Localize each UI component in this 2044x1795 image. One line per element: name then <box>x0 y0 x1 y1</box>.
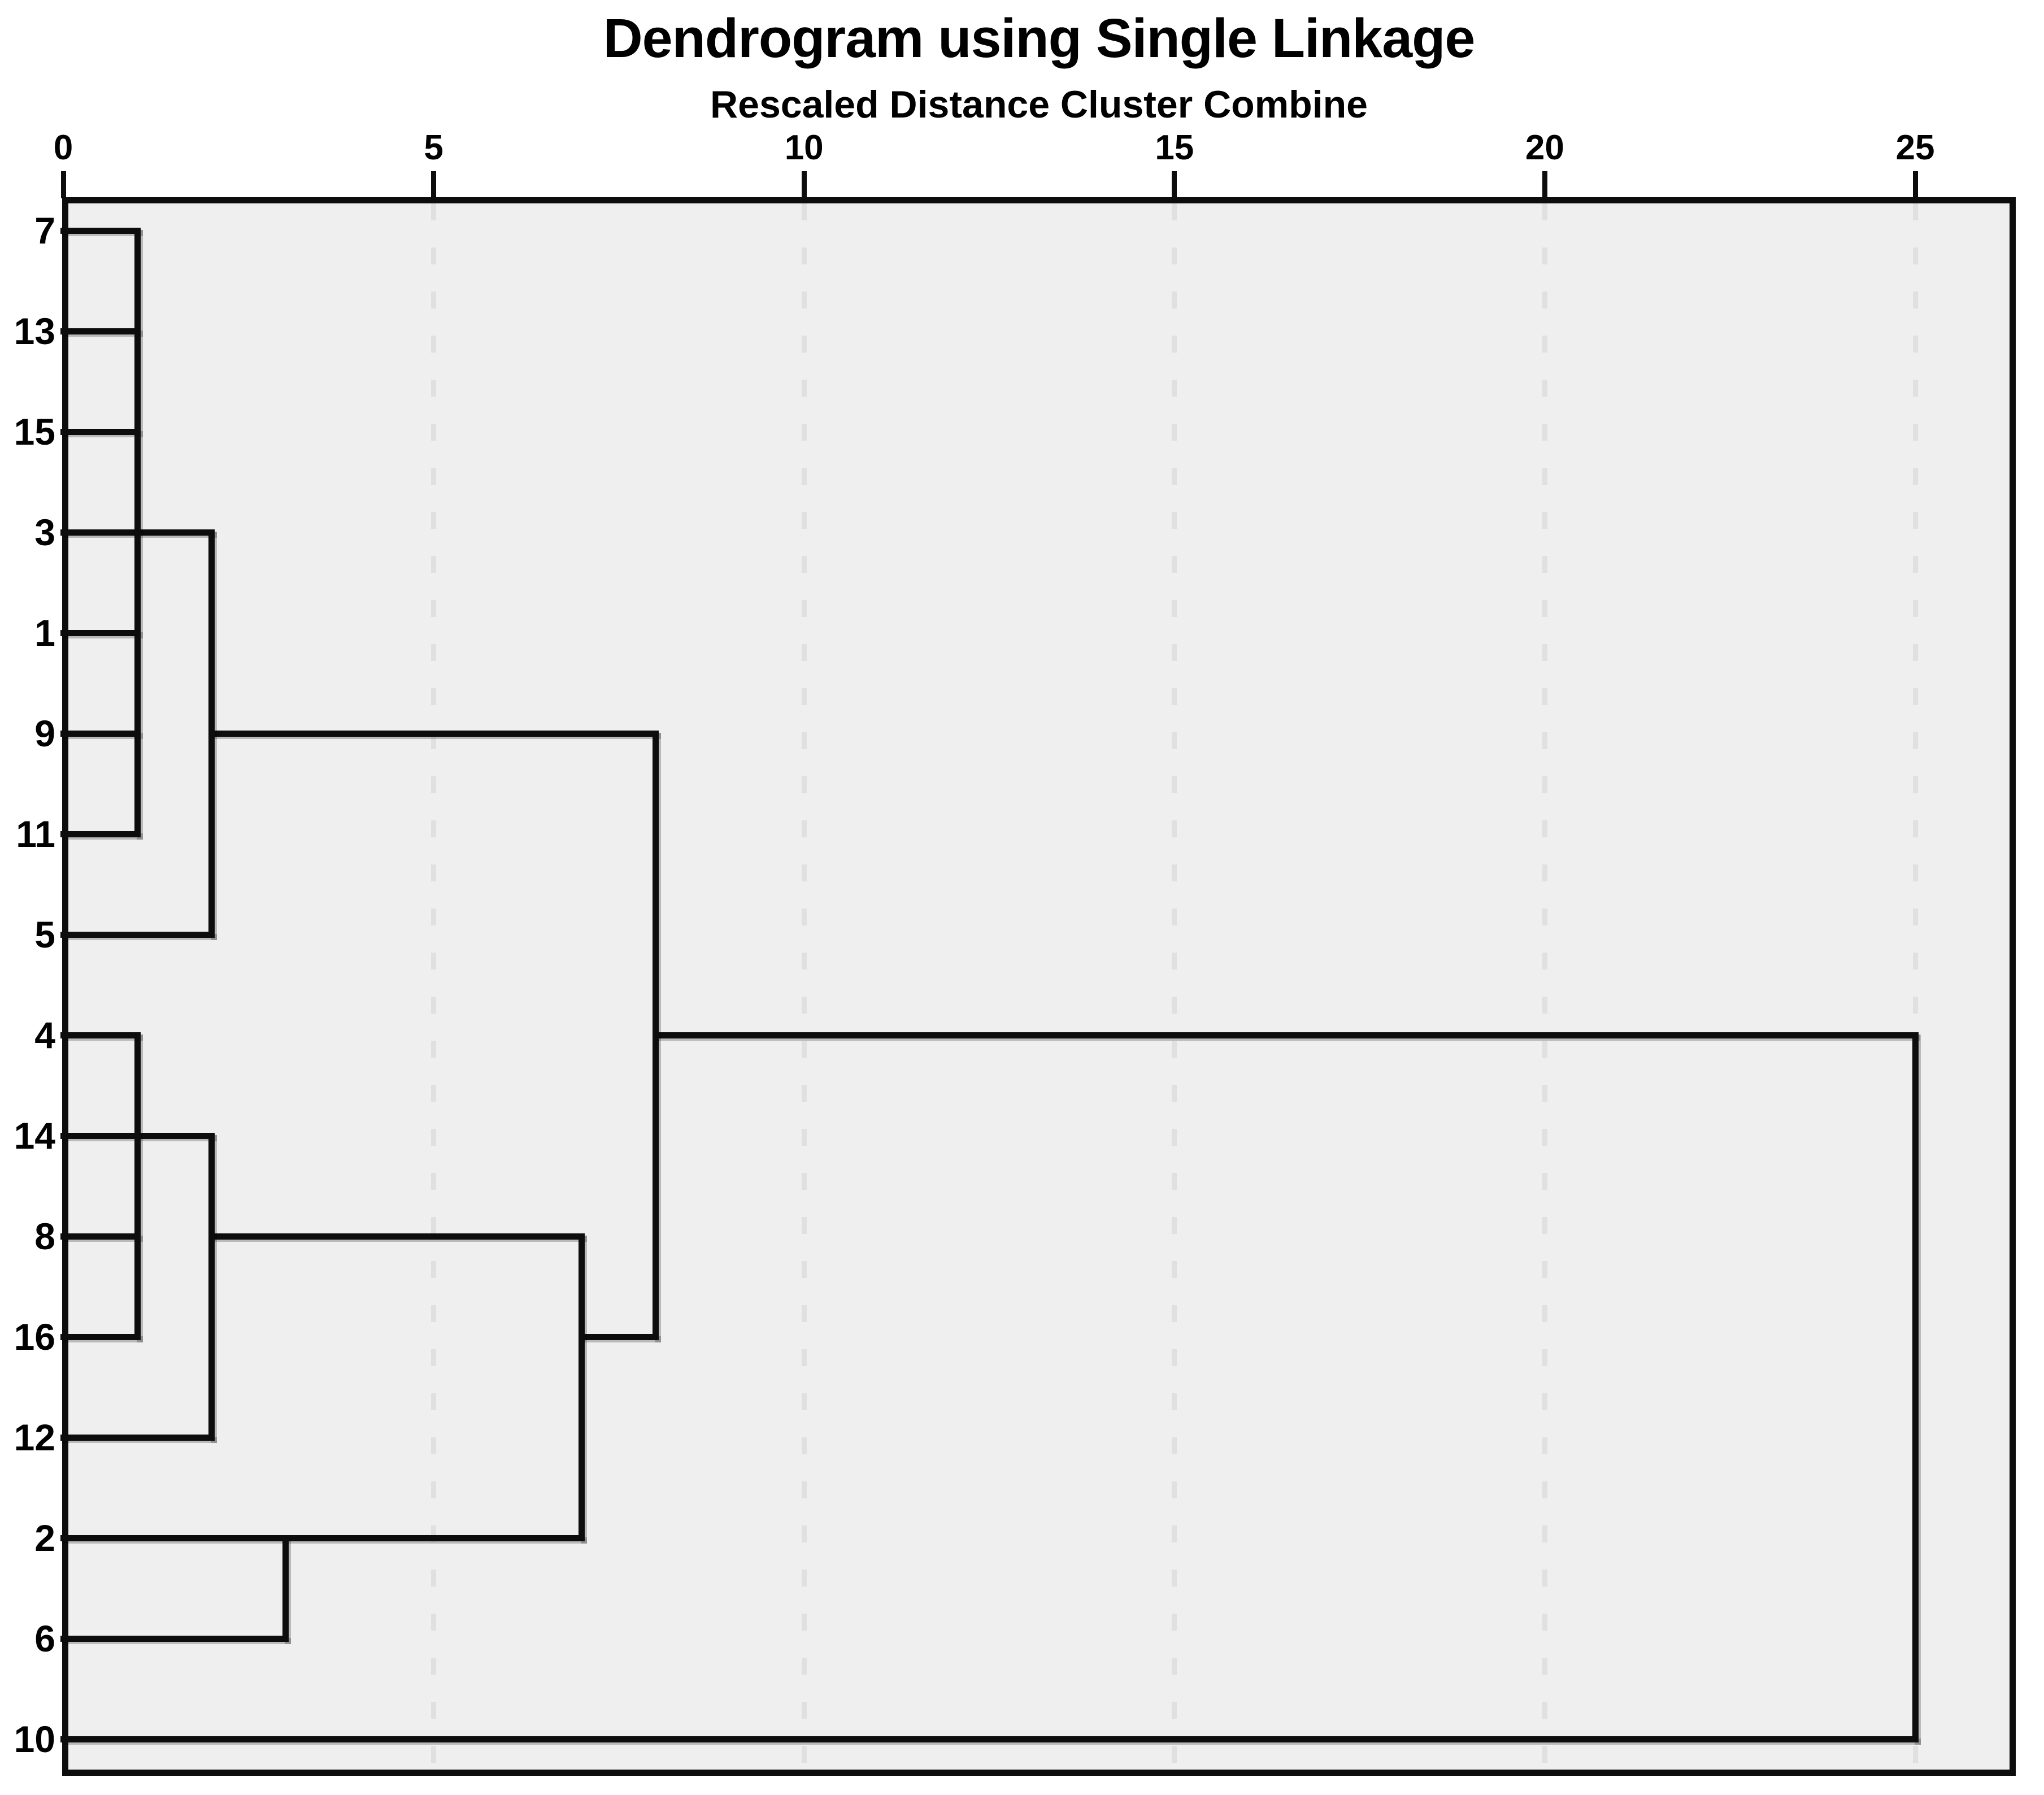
leaf-label: 7 <box>34 210 55 251</box>
dendrogram-horizontal-line <box>60 1333 141 1340</box>
dendrogram-horizontal-line <box>60 1535 585 1541</box>
dendrogram-vertical-line <box>134 1032 141 1340</box>
x-axis-tick-mark <box>431 171 437 198</box>
leaf-label: 12 <box>14 1416 55 1458</box>
x-axis-tick-label: 10 <box>784 128 824 167</box>
dendrogram-horizontal-line <box>60 1032 141 1038</box>
leaf-label: 6 <box>34 1618 55 1659</box>
dendrogram-horizontal-line <box>208 1233 585 1240</box>
plot-area <box>62 197 2016 1776</box>
dendrogram-horizontal-line <box>208 730 659 737</box>
dendrogram-vertical-line <box>282 1535 289 1642</box>
x-axis-tick-mark <box>1172 171 1177 198</box>
gridline <box>1172 203 1177 1770</box>
dendrogram-horizontal-line <box>60 730 141 737</box>
leaf-label: 11 <box>16 813 55 855</box>
gridline <box>1542 203 1547 1770</box>
x-axis-tick-mark <box>60 171 66 198</box>
leaf-label: 14 <box>14 1115 55 1157</box>
leaf-label: 1 <box>34 612 55 654</box>
gridline <box>431 203 437 1770</box>
chart-subtitle: Rescaled Distance Cluster Combine <box>710 83 1368 126</box>
leaf-label: 16 <box>14 1316 55 1358</box>
x-axis-tick-label: 5 <box>424 128 443 167</box>
dendrogram-vertical-line <box>208 529 215 938</box>
dendrogram-horizontal-line <box>60 328 141 334</box>
dendrogram-horizontal-line <box>60 1635 289 1642</box>
dendrogram-horizontal-line <box>60 831 141 837</box>
x-axis-tick-mark <box>1912 171 1918 198</box>
leaf-label: 5 <box>34 914 55 955</box>
leaf-label: 2 <box>34 1517 55 1559</box>
dendrogram-horizontal-line <box>60 1736 1919 1742</box>
leaf-label: 9 <box>34 712 55 754</box>
dendrogram-horizontal-line <box>579 1333 659 1340</box>
gridline <box>1912 203 1918 1770</box>
leaf-label: 15 <box>14 411 55 453</box>
dendrogram-vertical-line <box>579 1233 585 1541</box>
gridline <box>801 203 807 1770</box>
leaf-label: 4 <box>34 1014 55 1056</box>
chart-title: Dendrogram using Single Linkage <box>603 7 1476 69</box>
x-axis-tick-label: 0 <box>53 128 73 167</box>
leaf-label: 10 <box>14 1718 55 1760</box>
x-axis-tick-label: 20 <box>1525 128 1564 167</box>
dendrogram-horizontal-line <box>653 1032 1919 1038</box>
dendrogram-horizontal-line <box>60 931 215 938</box>
x-axis-tick-label: 15 <box>1155 128 1194 167</box>
dendrogram-vertical-line <box>1912 1032 1919 1742</box>
dendrogram-horizontal-line <box>60 1233 141 1240</box>
dendrogram-vertical-line <box>134 227 141 837</box>
leaf-label: 8 <box>34 1215 55 1257</box>
leaf-label: 13 <box>14 310 55 352</box>
dendrogram-vertical-line <box>653 730 659 1340</box>
x-axis-tick-mark <box>1542 171 1547 198</box>
dendrogram-horizontal-line <box>60 629 141 636</box>
x-axis-tick-mark <box>801 171 807 198</box>
dendrogram-horizontal-line <box>60 227 141 234</box>
x-axis-tick-label: 25 <box>1895 128 1935 167</box>
leaf-label: 3 <box>34 511 55 553</box>
dendrogram-horizontal-line <box>60 428 141 435</box>
dendrogram-vertical-line <box>208 1132 215 1441</box>
dendrogram-horizontal-line <box>60 1434 215 1441</box>
